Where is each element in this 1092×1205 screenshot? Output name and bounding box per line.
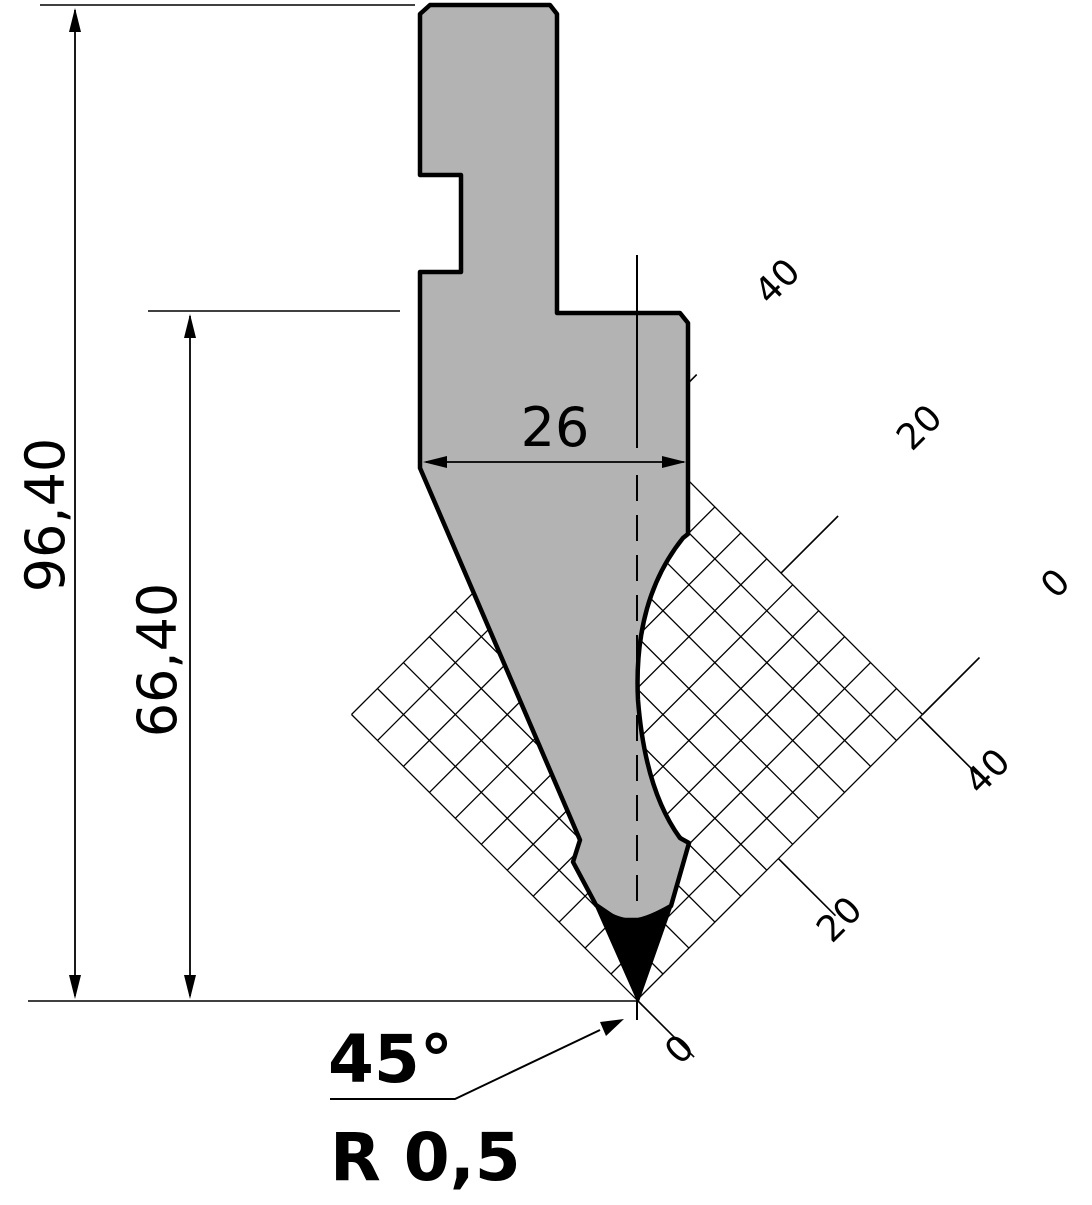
arrow-head-down <box>184 975 196 999</box>
punch-tip <box>594 903 673 1002</box>
grid-line <box>636 714 923 1001</box>
grid-scale-tick <box>636 999 695 1058</box>
tip-angle: 45° <box>328 1021 453 1098</box>
tip-radius: R 0,5 <box>330 1119 521 1196</box>
tip-leader-line <box>330 1029 601 1100</box>
arrow-head-left <box>423 456 447 468</box>
dimension-working-height: 66,40 <box>126 583 189 738</box>
tip-leader-arrow <box>600 1019 624 1036</box>
scale-label-lower-40: 40 <box>957 741 1018 802</box>
grid-line <box>351 714 638 1001</box>
arrow-head-up <box>184 314 196 338</box>
grid-scale-tick <box>919 716 978 775</box>
scale-label-right-40: 40 <box>747 251 808 312</box>
grid-line <box>506 584 794 871</box>
scale-label-right-0: 0 <box>1033 561 1078 606</box>
arrow-head-right <box>662 456 686 468</box>
scale-label-lower-0: 0 <box>657 1027 702 1072</box>
arrow-head-down <box>69 975 81 999</box>
grid-scale-tick <box>777 858 837 917</box>
dimension-width: 26 <box>521 396 590 459</box>
arrow-head-up <box>69 8 81 32</box>
scale-label-right-20: 20 <box>889 397 950 458</box>
grid-scale-tick <box>780 515 839 574</box>
grid-scale-tick <box>921 656 981 716</box>
dimension-total-height: 96,40 <box>14 438 77 593</box>
